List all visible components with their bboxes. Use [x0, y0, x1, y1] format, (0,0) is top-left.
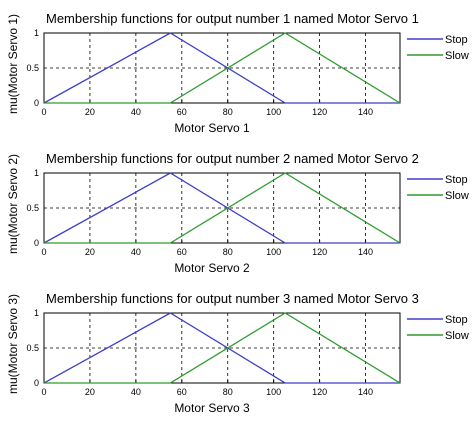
y-tick-label: 0 — [34, 238, 39, 248]
x-tick-label: 0 — [41, 247, 46, 257]
x-tick-label: 140 — [358, 247, 373, 257]
x-axis-label: Motor Servo 2 — [174, 261, 250, 275]
x-tick-label: 40 — [131, 247, 141, 257]
x-tick-label: 0 — [41, 107, 46, 117]
y-tick-label: 1 — [34, 168, 39, 178]
x-tick-label: 60 — [177, 247, 187, 257]
x-tick-label: 20 — [85, 387, 95, 397]
y-tick-label: 1 — [34, 28, 39, 38]
chart-panel-2: Membership functions for output number 2… — [6, 151, 469, 275]
y-tick-label: 0.5 — [26, 343, 39, 353]
y-axis-label: mu(Motor Servo 1) — [6, 14, 20, 114]
x-tick-label: 140 — [358, 107, 373, 117]
chart-panel-1: Membership functions for output number 1… — [6, 11, 469, 135]
x-tick-label: 140 — [358, 387, 373, 397]
x-tick-label: 80 — [223, 107, 233, 117]
legend-label-stop: Stop — [445, 174, 468, 186]
y-axis-label: mu(Motor Servo 3) — [6, 294, 20, 394]
chart-title: Membership functions for output number 2… — [46, 151, 419, 166]
chart-panel-3: Membership functions for output number 3… — [6, 291, 469, 415]
legend-label-slow: Slow — [445, 50, 469, 62]
y-tick-label: 0 — [34, 98, 39, 108]
y-axis-label: mu(Motor Servo 2) — [6, 154, 20, 254]
y-tick-label: 1 — [34, 308, 39, 318]
x-tick-label: 60 — [177, 387, 187, 397]
series-line-slow — [44, 32, 401, 104]
chart-title: Membership functions for output number 1… — [46, 11, 419, 26]
x-tick-label: 20 — [85, 107, 95, 117]
x-tick-label: 100 — [266, 107, 281, 117]
x-tick-label: 40 — [131, 387, 141, 397]
legend-label-stop: Stop — [445, 314, 468, 326]
chart-title: Membership functions for output number 3… — [46, 291, 419, 306]
x-axis-label: Motor Servo 1 — [174, 121, 250, 135]
x-tick-label: 0 — [41, 387, 46, 397]
series-line-slow — [44, 172, 401, 244]
legend-label-slow: Slow — [445, 190, 469, 202]
y-tick-label: 0.5 — [26, 63, 39, 73]
x-tick-label: 120 — [312, 107, 327, 117]
x-axis-label: Motor Servo 3 — [174, 401, 250, 415]
series-line-slow — [44, 312, 401, 384]
x-tick-label: 120 — [312, 247, 327, 257]
x-tick-label: 120 — [312, 387, 327, 397]
x-tick-label: 40 — [131, 107, 141, 117]
x-tick-label: 80 — [223, 247, 233, 257]
x-tick-label: 100 — [266, 387, 281, 397]
x-tick-label: 20 — [85, 247, 95, 257]
x-tick-label: 60 — [177, 107, 187, 117]
y-tick-label: 0 — [34, 378, 39, 388]
y-tick-label: 0.5 — [26, 203, 39, 213]
legend-label-stop: Stop — [445, 34, 468, 46]
x-tick-label: 80 — [223, 387, 233, 397]
legend-label-slow: Slow — [445, 330, 469, 342]
x-tick-label: 100 — [266, 247, 281, 257]
